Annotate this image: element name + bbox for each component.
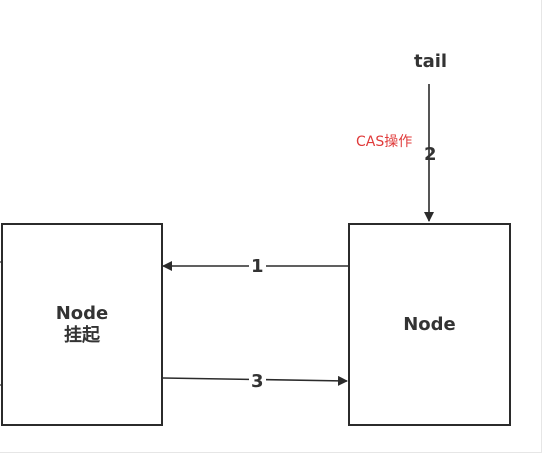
node-box: Node: [348, 223, 511, 426]
edge-label-3: 3: [249, 371, 266, 392]
node-suspended-box: Node 挂起: [1, 223, 163, 426]
node-left-title: Node: [55, 302, 109, 324]
node-left-state: 挂起: [64, 324, 100, 346]
edge-label-2: 2: [424, 144, 437, 165]
tail-label: tail: [414, 51, 448, 72]
cas-annotation: CAS操作: [356, 134, 413, 150]
edge-label-1: 1: [249, 256, 266, 277]
node-right-title: Node: [403, 313, 456, 335]
